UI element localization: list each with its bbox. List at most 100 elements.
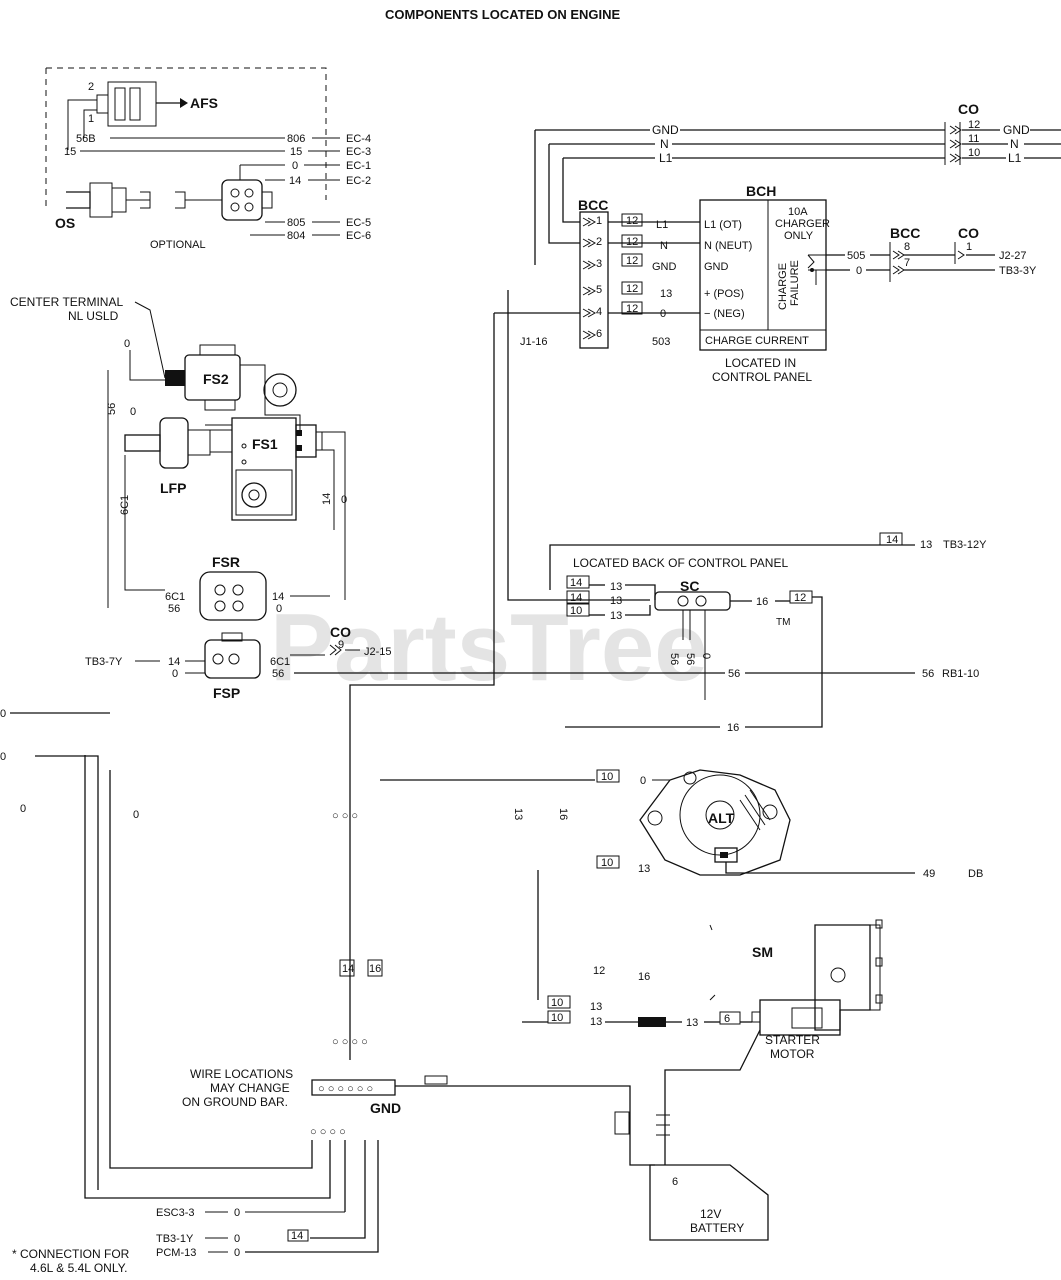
co-pin-10: 10 bbox=[968, 147, 980, 159]
fuel-solenoid-block: CENTER TERMINAL NL USLD 0 FS2 FS1 14 0 L… bbox=[10, 295, 347, 608]
optional-label: OPTIONAL bbox=[150, 239, 206, 251]
tb3-wire-0: 0 bbox=[234, 1233, 240, 1245]
terminal-ec6: EC-6 bbox=[346, 230, 371, 242]
fsr-wire-56: 56 bbox=[168, 603, 180, 615]
sm-wire-13b: 13 bbox=[590, 1016, 602, 1028]
fsp-wire-0: 0 bbox=[172, 668, 178, 680]
left-edge-wires: 0 0 0 0 bbox=[0, 708, 139, 1190]
sm-wire-16: 16 bbox=[638, 971, 650, 983]
bcc-pin-6: 6 bbox=[596, 328, 602, 340]
alternator: 10 0 ALT 49 DB 10 13 13 16 bbox=[380, 769, 983, 1000]
bch-pin-n: N (NEUT) bbox=[704, 240, 752, 252]
terminal-rb1-10: RB1-10 bbox=[942, 668, 979, 680]
sc-wire-56a: 56 bbox=[668, 653, 680, 665]
footnote-2: 4.6L & 5.4L ONLY. bbox=[30, 1261, 127, 1275]
wire-n-label: N bbox=[660, 137, 669, 151]
afs-sensor: AFS 2 1 bbox=[67, 81, 218, 150]
sc-wire-56b: 56 bbox=[684, 653, 696, 665]
battery-terminal: 6 bbox=[672, 1176, 678, 1188]
fsr-wire-14: 14 bbox=[272, 591, 284, 603]
bcc-pin-4: 4 bbox=[596, 306, 602, 318]
gnd-bar-terminals: ○ ○ ○ ○ ○ ○ bbox=[318, 1083, 373, 1095]
wire-15-label: 15 bbox=[290, 146, 302, 158]
sc-block: 14 13 TB3-12Y LOCATED BACK OF CONTROL PA… bbox=[349, 290, 987, 1060]
co-out-l1: L1 bbox=[1008, 151, 1022, 165]
terminal-tb3-7y: TB3-7Y bbox=[85, 656, 123, 668]
afs-label: AFS bbox=[190, 95, 218, 111]
bcc-bch-wiring: 12 L1 12 N 12 GND 12 13 12 0 503 bbox=[494, 213, 700, 348]
bcc-wire-n: N bbox=[660, 240, 668, 252]
tb3-tag-14: 14 bbox=[291, 1230, 303, 1242]
wire-tag-12e: 12 bbox=[626, 303, 638, 315]
sm-tag-12: 12 bbox=[593, 965, 605, 977]
bcc-wire-gnd: GND bbox=[652, 261, 677, 273]
co-label-top: CO bbox=[958, 101, 979, 117]
footnote-1: * CONNECTION FOR bbox=[12, 1247, 130, 1261]
fsp-label: FSP bbox=[213, 685, 240, 701]
center-terminal-1: CENTER TERMINAL bbox=[10, 295, 123, 309]
alt-wire-0: 0 bbox=[640, 775, 646, 787]
terminal-tb3-12y: TB3-12Y bbox=[943, 539, 987, 551]
bcc-right-pin-8: 8 bbox=[904, 241, 910, 253]
sc-wire-16: 16 bbox=[756, 596, 768, 608]
wire-56b-label: 56B bbox=[76, 133, 96, 145]
alt-label: ALT bbox=[708, 810, 735, 826]
os-sensor: OS bbox=[55, 165, 273, 231]
wire-15-label-left: 15 bbox=[64, 146, 76, 158]
terminal-tb3-1y: TB3-1Y bbox=[156, 1233, 194, 1245]
co-label-mid: CO bbox=[330, 624, 351, 640]
fs1-wire-0: 0 bbox=[341, 494, 347, 506]
co-connector-mid: CO 9 J2-15 bbox=[329, 624, 392, 658]
wire-gnd-label: GND bbox=[652, 123, 679, 137]
ground-bar: ○ ○ ○ ○ ○ ○ ○ 14 16 WIRE LOCATIONS MAY C… bbox=[84, 755, 655, 1253]
bcc-label-right: BCC bbox=[890, 225, 920, 241]
sm-wire-13a: 13 bbox=[590, 1001, 602, 1013]
co-connector-top: CO 12 11 10 GND N L1 bbox=[944, 101, 1061, 165]
wire-0-label: 0 bbox=[292, 160, 298, 172]
fsp-wire-6c1: 6C1 bbox=[270, 656, 290, 668]
bch-battery-charger: BCH L1 (OT) N (NEUT) GND + (POS) − (NEG)… bbox=[699, 183, 830, 384]
wire-loc-1: WIRE LOCATIONS bbox=[190, 1067, 293, 1081]
alt-tag-10b: 10 bbox=[601, 857, 613, 869]
fs1-label: FS1 bbox=[252, 436, 278, 452]
fsr-wire-6c1: 6C1 bbox=[165, 591, 185, 603]
fsr-label: FSR bbox=[212, 554, 240, 570]
battery-label-2: BATTERY bbox=[690, 1221, 744, 1235]
rb-wire-56: 56 bbox=[922, 668, 934, 680]
left-wire-0a: 0 bbox=[0, 708, 6, 720]
co-pin-11: 11 bbox=[968, 133, 979, 145]
sc-tag-14b: 14 bbox=[570, 592, 582, 604]
left-wire-0b: 0 bbox=[0, 751, 6, 763]
wire-tag-12c: 12 bbox=[626, 255, 638, 267]
wire-tag-12d: 12 bbox=[626, 283, 638, 295]
alt-wire-49: 49 bbox=[923, 868, 935, 880]
wire-tag-14-top: 14 bbox=[886, 534, 898, 546]
terminal-ec3: EC-3 bbox=[346, 146, 371, 158]
wire-805-label: 805 bbox=[287, 217, 305, 229]
sc-wire-56-horizontal: 56 bbox=[728, 668, 740, 680]
battery-label-1: 12V bbox=[700, 1207, 721, 1221]
afs-pin-1: 1 bbox=[88, 113, 94, 125]
wire-loc-3: ON GROUND BAR. bbox=[182, 1095, 288, 1109]
lfp-wire-0: 0 bbox=[130, 406, 136, 418]
gnd-tag-14: 14 bbox=[342, 963, 354, 975]
fsp-wire-56: 56 bbox=[272, 668, 284, 680]
pcm-wire-0: 0 bbox=[234, 1247, 240, 1259]
terminal-ec4: EC-4 bbox=[346, 133, 371, 145]
starter-label-2: MOTOR bbox=[770, 1047, 815, 1061]
wire-804-label: 804 bbox=[287, 230, 305, 242]
starter-label-1: STARTER bbox=[765, 1033, 820, 1047]
sm-wire-13c: 13 bbox=[686, 1017, 698, 1029]
terminal-pcm-13: PCM-13 bbox=[156, 1247, 196, 1259]
left-wire-0c: 0 bbox=[20, 803, 26, 815]
battery: 6 12V BATTERY bbox=[649, 1164, 769, 1241]
wire-l1-label: L1 bbox=[659, 151, 673, 165]
terminal-ec1: EC-1 bbox=[346, 160, 371, 172]
bcc-right-pin-7: 7 bbox=[904, 257, 910, 269]
terminal-ec5: EC-5 bbox=[346, 217, 371, 229]
sm-tag-6: 6 bbox=[724, 1013, 730, 1025]
wire-tag-12a: 12 bbox=[626, 215, 638, 227]
afs-pin-2: 2 bbox=[88, 81, 94, 93]
terminal-esc3-3: ESC3-3 bbox=[156, 1207, 195, 1219]
